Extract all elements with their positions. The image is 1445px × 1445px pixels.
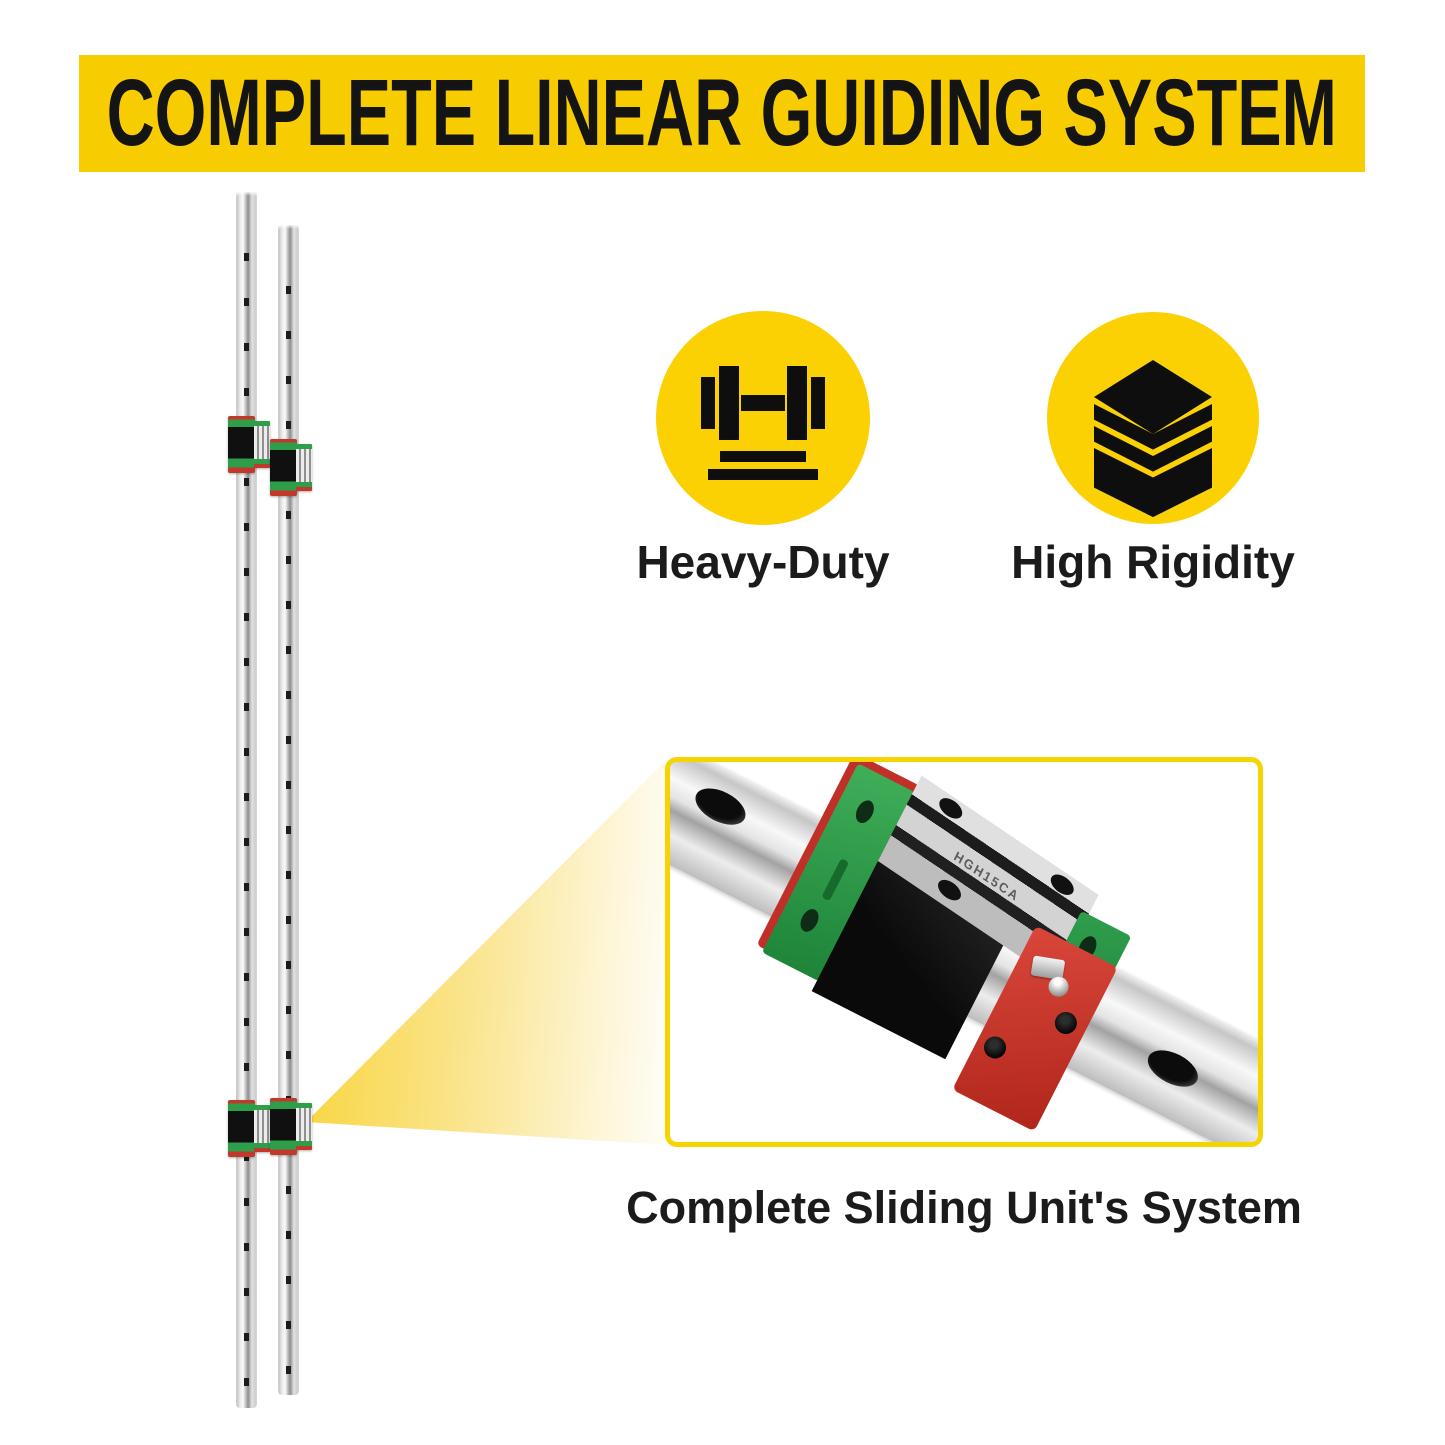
mounting-hole	[935, 875, 964, 905]
dumbbell-plate-icon	[787, 366, 807, 440]
slider-block-body	[228, 1100, 255, 1157]
dumbbell-icon	[741, 395, 785, 411]
feature-label-high-rigidity: High Rigidity	[1011, 536, 1295, 588]
mounting-hole	[1047, 870, 1077, 900]
dumbbell-plate-icon	[811, 377, 825, 429]
slider-block-endface	[296, 444, 312, 491]
plate-hole	[796, 906, 823, 935]
dumbbell-plate-icon	[701, 377, 715, 429]
detail-photo: HGH15CA	[670, 762, 1258, 1142]
slider-block-lower-left	[228, 1100, 270, 1157]
rail-hole	[689, 780, 752, 833]
screw-head	[980, 1032, 1010, 1063]
zoom-highlight-beam	[306, 760, 666, 1145]
slider-block-upper-left	[228, 416, 270, 473]
screw-head	[1051, 1008, 1081, 1038]
heavy-duty-circle	[656, 311, 870, 525]
title-banner: COMPLETE LINEAR GUIDING SYSTEM	[79, 55, 1365, 172]
high-rigidity-circle	[1047, 312, 1259, 524]
slider-block-lower-right	[270, 1098, 312, 1155]
linear-rail-right	[278, 225, 299, 1395]
bench-line-icon	[720, 451, 806, 462]
plate-slot	[821, 858, 850, 902]
slider-block-endface	[254, 421, 270, 468]
dumbbell-plate-icon	[719, 366, 739, 440]
plate-hole	[852, 797, 878, 827]
slider-block-endface	[254, 1105, 270, 1152]
mounting-hole	[936, 793, 966, 823]
stacked-layers-icon	[1094, 358, 1212, 528]
linear-rail-left	[236, 192, 257, 1408]
rail-closeup: HGH15CA	[670, 762, 1258, 1142]
feature-label-heavy-duty: Heavy-Duty	[636, 536, 890, 588]
rail-hole	[1141, 1042, 1204, 1095]
slider-block-endface	[296, 1103, 312, 1150]
bench-line-icon	[708, 469, 818, 480]
slider-block-body	[270, 439, 297, 496]
slider-block-closeup: HGH15CA	[749, 762, 1144, 1132]
detail-caption: Complete Sliding Unit's System	[626, 1182, 1302, 1233]
slider-block-body	[270, 1098, 297, 1155]
zoom-detail-card: HGH15CA	[665, 757, 1263, 1147]
page-title: COMPLETE LINEAR GUIDING SYSTEM	[106, 60, 1338, 166]
slider-block-body	[228, 416, 255, 473]
block-marking-text: HGH15CA	[951, 848, 1023, 905]
slider-block-upper-right	[270, 439, 312, 496]
